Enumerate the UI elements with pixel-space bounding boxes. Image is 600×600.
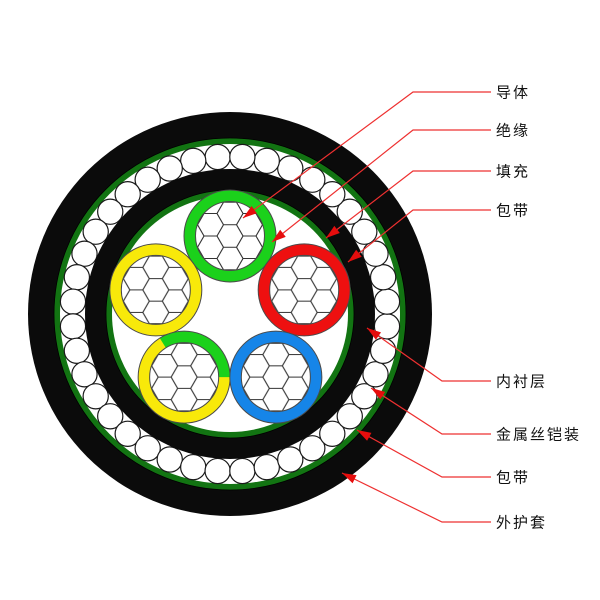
armor-wire	[63, 337, 91, 364]
core-right	[257, 243, 351, 337]
armor-wire	[134, 166, 161, 193]
label-wire-armor: 金属丝铠装	[496, 427, 581, 444]
core-bottom-right	[229, 330, 323, 424]
cable-cores	[109, 189, 351, 424]
armor-wire	[369, 264, 397, 291]
armor-wire	[134, 435, 161, 462]
armor-wire	[63, 264, 91, 291]
armor-wire	[351, 383, 378, 410]
callout-outer-tape	[356, 429, 491, 478]
callout-filler	[325, 170, 491, 239]
armor-wire	[82, 383, 109, 410]
arrowhead	[272, 229, 286, 242]
armor-wire	[299, 435, 326, 462]
arrowhead	[326, 225, 340, 238]
leader-lines	[242, 91, 491, 523]
armor-wire	[299, 166, 326, 193]
callout-conductor	[242, 91, 491, 219]
callout-insulation	[271, 129, 491, 243]
armor-wire	[369, 337, 397, 364]
armor-wire	[59, 313, 87, 340]
core-insulation-ring	[229, 331, 322, 424]
armor-wire	[59, 288, 87, 315]
armor-wire	[351, 218, 378, 245]
label-conductor: 导体	[496, 85, 530, 102]
armor-wires	[59, 143, 401, 485]
leader-line	[325, 170, 491, 239]
armor-wire	[71, 361, 98, 388]
callout-wire-armor	[370, 387, 491, 435]
leader-line	[347, 209, 491, 263]
armor-wire	[71, 240, 98, 267]
core-insulation-ring	[109, 243, 202, 336]
armor-wire	[336, 403, 363, 430]
label-outer-tape: 包带	[496, 470, 530, 487]
armor-wire	[362, 361, 389, 388]
core-outer-outline	[257, 243, 351, 337]
label-filler: 填充	[496, 164, 530, 181]
core-outer-outline	[183, 189, 277, 283]
armor-wire	[229, 457, 256, 485]
armor-wire	[82, 218, 109, 245]
core-bottom-left	[137, 330, 231, 424]
armor-wire	[156, 446, 183, 473]
label-outer-sheath: 外护套	[496, 515, 547, 532]
leader-line	[271, 129, 491, 243]
armor-wire	[277, 446, 304, 473]
armor-wire	[114, 420, 141, 447]
leader-line	[366, 327, 491, 382]
label-insulation: 绝缘	[496, 123, 530, 140]
arrowhead	[342, 473, 357, 484]
armor-wire	[373, 288, 401, 315]
core-outer-outline	[229, 330, 323, 424]
armor-wire	[277, 155, 304, 182]
core-conductor	[120, 254, 191, 325]
armor-wire	[253, 453, 280, 481]
core-conductor	[269, 254, 340, 325]
arrowhead	[371, 388, 386, 400]
armor-wire	[97, 198, 124, 225]
armor-wire	[229, 143, 256, 171]
leader-line	[356, 429, 491, 478]
core-insulation-ring	[258, 243, 351, 336]
leader-line	[370, 387, 491, 435]
label-binder-tape: 包带	[496, 203, 530, 220]
core-outer-outline	[109, 243, 203, 337]
callout-labels: 导体 绝缘 填充 包带 内衬层 金属丝铠装 包带 外护套	[496, 85, 581, 532]
callout-inner-liner	[366, 327, 491, 382]
core-conductor	[149, 342, 220, 413]
leader-line	[242, 91, 491, 219]
arrowhead	[367, 328, 382, 340]
armor-wire	[336, 198, 363, 225]
core-conductor	[195, 201, 265, 271]
arrowhead	[348, 249, 362, 262]
arrowhead	[357, 430, 372, 441]
core-left	[109, 243, 203, 337]
armor-wire	[180, 453, 207, 481]
armor-wire	[362, 240, 389, 267]
armor-wire	[253, 147, 280, 175]
core-conductor	[240, 342, 311, 413]
leader-line	[341, 472, 491, 523]
armor-wire	[156, 155, 183, 182]
label-inner-liner: 内衬层	[496, 374, 547, 391]
armor-wire	[204, 143, 231, 171]
core-insulation-arc	[159, 331, 231, 378]
core-top	[183, 189, 277, 283]
armor-wire	[97, 403, 124, 430]
arrowhead	[243, 206, 257, 218]
cable-layers	[28, 112, 432, 516]
callout-binder-tape	[347, 209, 491, 263]
armor-wire	[180, 147, 207, 175]
core-insulation-ring	[184, 190, 276, 282]
armor-wire	[114, 181, 141, 208]
armor-wire	[204, 457, 231, 485]
armor-wire	[319, 420, 346, 447]
callout-outer-sheath	[341, 472, 491, 523]
